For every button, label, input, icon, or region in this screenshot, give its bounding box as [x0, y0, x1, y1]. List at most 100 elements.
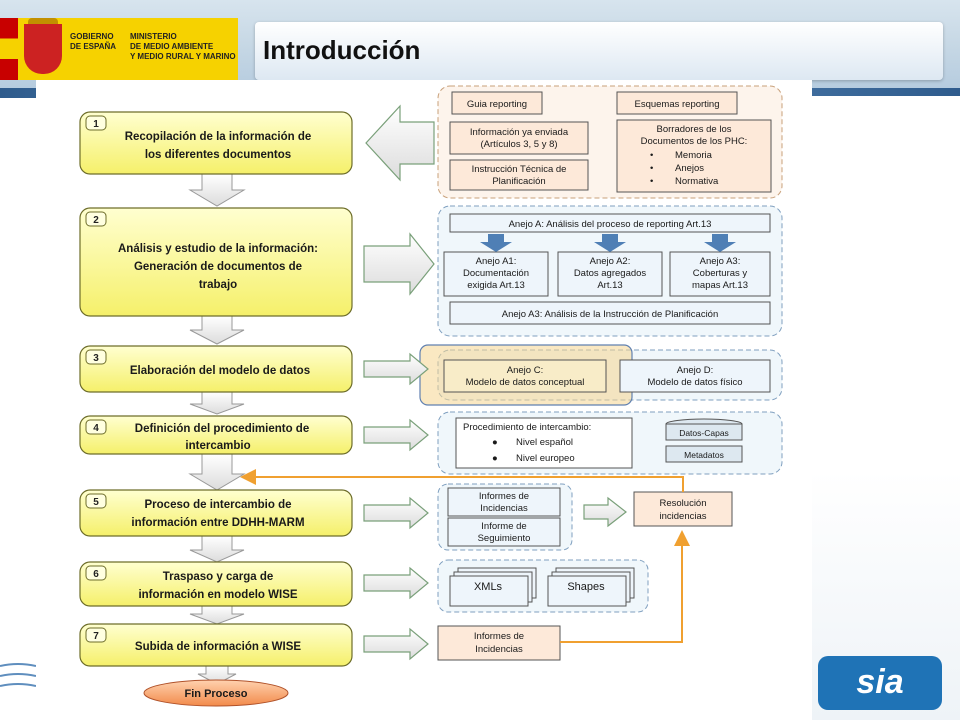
a3-line2: Coberturas y [693, 268, 748, 279]
informe-seguimiento-line2: Seguimiento [478, 533, 531, 544]
shapes-stack-front [547, 575, 627, 607]
step-2-line1: Análisis y estudio de la información: [118, 243, 318, 255]
procedimiento-label: Procedimiento de intercambio: [463, 422, 591, 433]
procedimiento-bullet-2: ● [492, 453, 498, 464]
doc-anejo-a [449, 213, 771, 233]
doc-anejo-a3 [669, 251, 771, 297]
step-7-badge [85, 627, 107, 643]
anejo-d-line1: Anejo D: [677, 365, 713, 376]
down-arrow-a1 [480, 234, 512, 252]
a2-line1: Anejo A2: [590, 256, 631, 267]
a1-line1: Anejo A1: [476, 256, 517, 267]
shapes-label: Shapes [567, 581, 605, 593]
database-icon [665, 423, 743, 441]
flow-arrow-3-4 [189, 391, 245, 415]
step-3-badge [85, 349, 107, 365]
instruccion-line1: Instrucción Técnica de [472, 164, 567, 175]
crown-icon [28, 18, 58, 28]
title-box [255, 22, 943, 80]
feedback-arrow-to-step-5 [240, 469, 684, 492]
esquemas-label: Esquemas reporting [634, 99, 719, 110]
coat-of-arms-icon [24, 24, 62, 74]
flow-arrow-5-6 [189, 535, 245, 563]
step-1-line2: los diferentes documentos [145, 149, 291, 161]
step-1-num: 1 [93, 119, 99, 130]
down-arrow-a3 [704, 234, 736, 252]
step-4-num: 4 [93, 423, 99, 434]
page-title: Introducción [263, 35, 421, 65]
doc-guia-reporting [451, 91, 543, 115]
a2-line3: Art.13 [597, 280, 622, 291]
informes-incidencias-line1: Informes de [479, 491, 529, 502]
doc-anejo-a2 [557, 251, 663, 297]
flow-arrow-4-5 [188, 453, 246, 491]
step-6-badge [85, 565, 107, 581]
step-4-line2: intercambio [185, 440, 250, 452]
decorative-lines [0, 663, 36, 687]
step-1-box [79, 111, 353, 175]
flow-arrow-6-7 [189, 605, 245, 625]
guia-label: Guia reporting [467, 99, 527, 110]
step-5-line1: Proceso de intercambio de [145, 499, 292, 511]
step-4-box [79, 415, 353, 455]
xmls-label: XMLs [474, 581, 503, 593]
doc-anejo-a1 [443, 251, 549, 297]
step-5-box [79, 489, 353, 537]
step-1-badge [85, 115, 107, 131]
feedback-arrow-to-resolucion [560, 530, 690, 643]
informe-seguimiento-line1: Informe de [481, 521, 526, 532]
government-logo: GOBIERNO DE ESPAÑA MINISTERIO DE MEDIO A… [0, 18, 238, 80]
step-2-line3: trabajo [199, 279, 237, 291]
step-6-box [79, 561, 353, 607]
step-6-num: 6 [93, 569, 99, 580]
step-2-line2: Generación de documentos de [134, 261, 302, 273]
step-2-badge [85, 211, 107, 227]
doc-anejo-a3b [449, 301, 771, 325]
info-enviada-line2: (Artículos 3, 5 y 8) [480, 139, 557, 150]
anejo-c-line2: Modelo de datos conceptual [466, 377, 585, 388]
informes-7-line2: Incidencias [475, 644, 523, 655]
instruccion-line2: Planificación [492, 176, 545, 187]
xml-stack-front [449, 575, 529, 607]
doc-informes-incidencias [447, 487, 561, 517]
step-2-box [79, 207, 353, 317]
flow-arrow-7-end [197, 665, 237, 685]
borradores-item-bullet-3: • [650, 176, 653, 187]
output-arrow-3 [363, 352, 429, 386]
procedimiento-item-2: Nivel europeo [516, 453, 575, 464]
output-arrow-2 [363, 232, 435, 296]
sia-logo: sia [818, 656, 942, 710]
gov-logo-line1: GOBIERNO [70, 32, 114, 41]
gov-logo-line2: DE ESPAÑA [70, 42, 117, 51]
metadatos-box [665, 445, 743, 463]
anejo-a3b-label: Anejo A3: Análisis de la Instrucción de … [502, 309, 719, 320]
datos-capas-label: Datos-Capas [679, 428, 729, 438]
step-1-line1: Recopilación de la información de [125, 131, 312, 143]
doc-procedimiento [455, 417, 633, 469]
step-7-line1: Subida de información a WISE [135, 641, 301, 653]
flow-arrow-1-2 [188, 173, 246, 207]
borradores-item-2: Anejos [675, 163, 704, 174]
eu-flag-icon [0, 18, 18, 80]
procedimiento-bullet-1: ● [492, 437, 498, 448]
end-process-label: Fin Proceso [185, 688, 248, 700]
step-6-line2: información en modelo WISE [138, 589, 297, 601]
output-arrow-4 [363, 418, 429, 452]
resolucion-line1: Resolución [660, 498, 707, 509]
step-5-badge [85, 493, 107, 509]
doc-borradores [616, 119, 772, 193]
flow-arrow-2-3 [189, 315, 245, 345]
gov-logo-line5: Y MEDIO RURAL Y MARINO [130, 52, 236, 61]
gov-logo-line4: DE MEDIO AMBIENTE [130, 42, 214, 51]
anejo-d-line2: Modelo de datos físico [647, 377, 742, 388]
step-3-line1: Elaboración del modelo de datos [130, 365, 310, 377]
anejo-a-label: Anejo A: Análisis del proceso de reporti… [509, 219, 712, 230]
anejo-c-line1: Anejo C: [507, 365, 543, 376]
output-arrow-7 [363, 627, 429, 661]
borradores-item-1: Memoria [675, 150, 713, 161]
info-enviada-line1: Información ya enviada [470, 127, 569, 138]
informes-incidencias-line2: Incidencias [480, 503, 528, 514]
borradores-item-bullet-2: • [650, 163, 653, 174]
borradores-line1: Borradores de los [657, 124, 732, 135]
